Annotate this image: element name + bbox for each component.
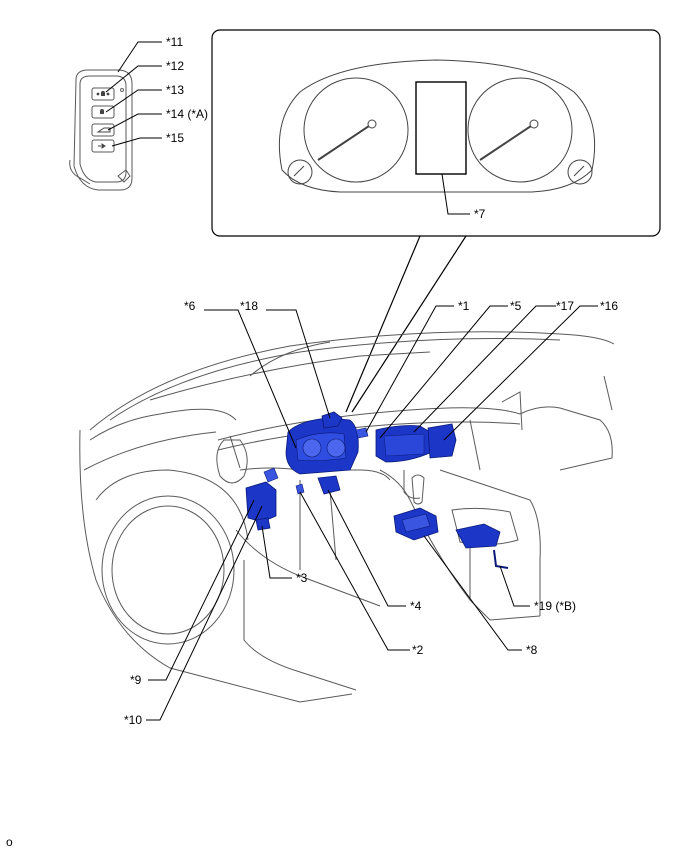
part-4 (317, 475, 341, 495)
label-2: *2 (412, 643, 424, 657)
label-3: *3 (296, 571, 308, 585)
label-13: *13 (166, 83, 184, 97)
label-9: *9 (130, 673, 142, 687)
part-1 (355, 427, 369, 439)
meter-inset (211, 29, 661, 237)
label-14: *14 (*A) (166, 107, 208, 121)
label-15: *15 (166, 131, 184, 145)
label-5: *5 (510, 299, 522, 313)
part-18 (321, 411, 343, 429)
label-10: *10 (124, 713, 142, 727)
figure-code: o (6, 835, 13, 849)
label-6: *6 (184, 299, 196, 313)
highlighted-components (245, 411, 509, 569)
label-18: *18 (240, 299, 258, 313)
leader-7 (441, 173, 470, 215)
part-3 (255, 517, 271, 531)
label-17: *17 (556, 299, 574, 313)
part-9-10 (245, 481, 277, 523)
part-16 (427, 423, 457, 459)
label-1: *1 (458, 299, 470, 313)
callout-pointer (345, 235, 467, 413)
label-7: *7 (474, 207, 486, 221)
label-19: *19 (*B) (534, 599, 576, 613)
callout-labels: *11 *12 *13 *14 (*A) *15 *7 *6 *18 *1 *5… (6, 35, 618, 849)
smart-key-illustration (69, 69, 133, 191)
part-19 (455, 523, 501, 549)
part-2 (295, 483, 305, 495)
label-4: *4 (410, 599, 422, 613)
key-leader-lines (105, 41, 162, 147)
label-8: *8 (526, 643, 538, 657)
leader-lines (146, 305, 598, 721)
vehicle-interior-illustration (79, 331, 615, 703)
label-11: *11 (166, 35, 183, 49)
label-16: *16 (600, 299, 618, 313)
label-12: *12 (166, 59, 184, 73)
